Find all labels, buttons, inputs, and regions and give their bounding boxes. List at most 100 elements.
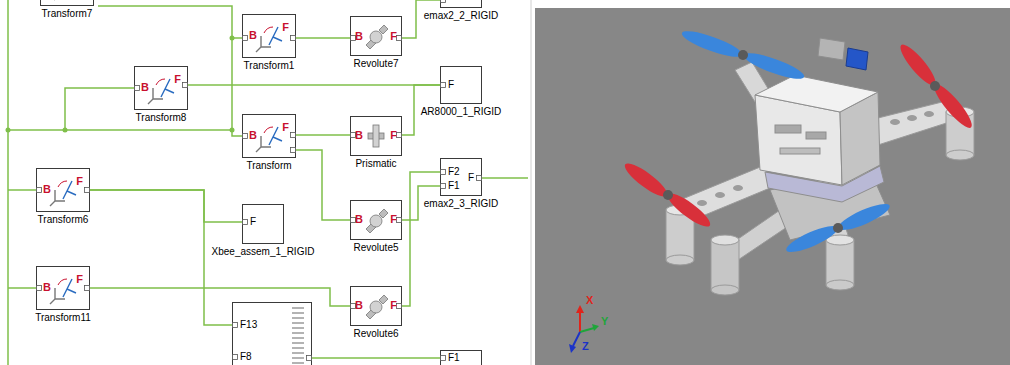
physical-connection	[296, 150, 350, 220]
propeller-blade	[836, 199, 893, 235]
drone-arms	[680, 62, 962, 260]
physical-connection	[402, 172, 440, 306]
z-axis	[573, 332, 580, 346]
rigid-body-block: F2F1Femax2_3_RIGID	[440, 158, 482, 196]
block-name: Transform11	[34, 313, 92, 323]
port-label: F	[250, 217, 256, 227]
radio-module	[818, 38, 845, 60]
block-icon	[440, 350, 482, 365]
port-label: F8	[240, 352, 252, 362]
bus-wire	[8, 287, 36, 289]
case-slot	[780, 148, 820, 154]
propeller-hub	[833, 223, 843, 233]
block-name: Transform6	[37, 215, 90, 225]
transform-block: BFTransform6	[36, 168, 90, 212]
block-name: Transform8	[135, 113, 188, 123]
bus-wire	[8, 129, 232, 131]
case-top	[755, 75, 878, 112]
junction-dot	[230, 36, 235, 41]
lattice-hole	[890, 119, 900, 125]
block-icon	[242, 204, 284, 244]
port-label: F1	[448, 353, 460, 363]
axis-label: Z	[582, 341, 589, 352]
block-icon	[440, 66, 482, 104]
bus-wire	[8, 189, 36, 191]
frame-port-letter: B	[355, 130, 363, 141]
motor-cylinder	[826, 240, 854, 285]
lattice-hole	[733, 185, 743, 191]
block-name: Transform1	[243, 61, 296, 71]
propellers	[621, 26, 976, 256]
frame-port-letter: F	[390, 214, 397, 225]
port-label: F2	[448, 167, 460, 177]
frame-port-letter: F	[76, 176, 83, 187]
frame-port-letter: F	[282, 122, 289, 133]
case-slot	[806, 132, 826, 139]
frame-port-letter: B	[249, 30, 257, 41]
block-name: Xbee_assem_1_RIGID	[211, 247, 316, 257]
block-name: Revolute6	[352, 329, 399, 339]
frame-port-letter: F	[390, 31, 397, 42]
bus-wire	[98, 6, 232, 38]
propeller-blade	[930, 80, 977, 132]
block-name: Revolute7	[352, 59, 399, 69]
physical-connection	[312, 357, 440, 359]
block-name: Prismatic	[354, 159, 397, 169]
frame-port-letter: F	[282, 22, 289, 33]
physical-connection	[188, 84, 440, 86]
x-axis-head	[576, 305, 584, 313]
axis-triad	[569, 305, 599, 353]
block-icon	[440, 158, 482, 196]
port-label: F13	[240, 320, 257, 330]
frame-port-letter: F	[76, 274, 83, 285]
propeller-hub	[663, 190, 673, 200]
wire-junctions	[6, 36, 235, 133]
transform-block: BFTransform	[242, 114, 296, 158]
frame-port-letter: B	[43, 184, 51, 195]
lattice-hole	[907, 115, 917, 121]
bus-wire	[7, 0, 9, 365]
block-icon	[440, 0, 482, 8]
junction-dot	[6, 128, 11, 133]
port-label: F	[468, 173, 474, 183]
viewer-background	[535, 8, 1010, 365]
physical-connection	[296, 134, 350, 136]
propeller-blade	[784, 221, 841, 257]
frame-port-letter: B	[355, 31, 363, 42]
transform-block: Transform7	[40, 0, 94, 6]
output-wire	[482, 177, 528, 179]
rigid-body-block: FAR8000_1_RIGID	[440, 66, 482, 104]
junction-dot	[63, 128, 68, 133]
subsystem-block: F13F8	[232, 302, 312, 365]
y-axis-head	[592, 324, 599, 331]
axis-label: X	[586, 295, 593, 306]
rigid-body-block: FXbee_assem_1_RIGID	[242, 204, 284, 244]
frame-port-letter: B	[43, 282, 51, 293]
block-name: Transform	[245, 161, 292, 171]
frame-port-letter: F	[390, 130, 397, 141]
motor-mounts	[666, 107, 974, 295]
bus-wire	[65, 88, 134, 130]
propeller-hub	[738, 50, 748, 60]
prismatic-joint-block: BFPrismatic	[350, 116, 402, 156]
x-axis	[579, 312, 581, 332]
case-slot	[775, 125, 801, 133]
motor-cylinder	[946, 150, 974, 160]
transform-block: BFTransform11	[36, 266, 90, 310]
junction-dot	[230, 128, 235, 133]
panel-separator	[531, 0, 532, 365]
lattice-hole	[924, 111, 934, 117]
motor-cylinder	[711, 240, 739, 290]
motor-cylinder	[711, 285, 739, 295]
z-axis-head	[569, 344, 576, 353]
block-name: emax2_3_RIGID	[423, 199, 499, 209]
transform-block: BFTransform1	[242, 14, 296, 58]
frame-port-letter: B	[141, 82, 149, 93]
port-label: F1	[448, 181, 460, 191]
rigid-body-block: F1	[440, 350, 482, 365]
port-label: F	[448, 80, 454, 90]
xbee-module	[846, 48, 868, 70]
motor-cylinder	[711, 235, 739, 245]
